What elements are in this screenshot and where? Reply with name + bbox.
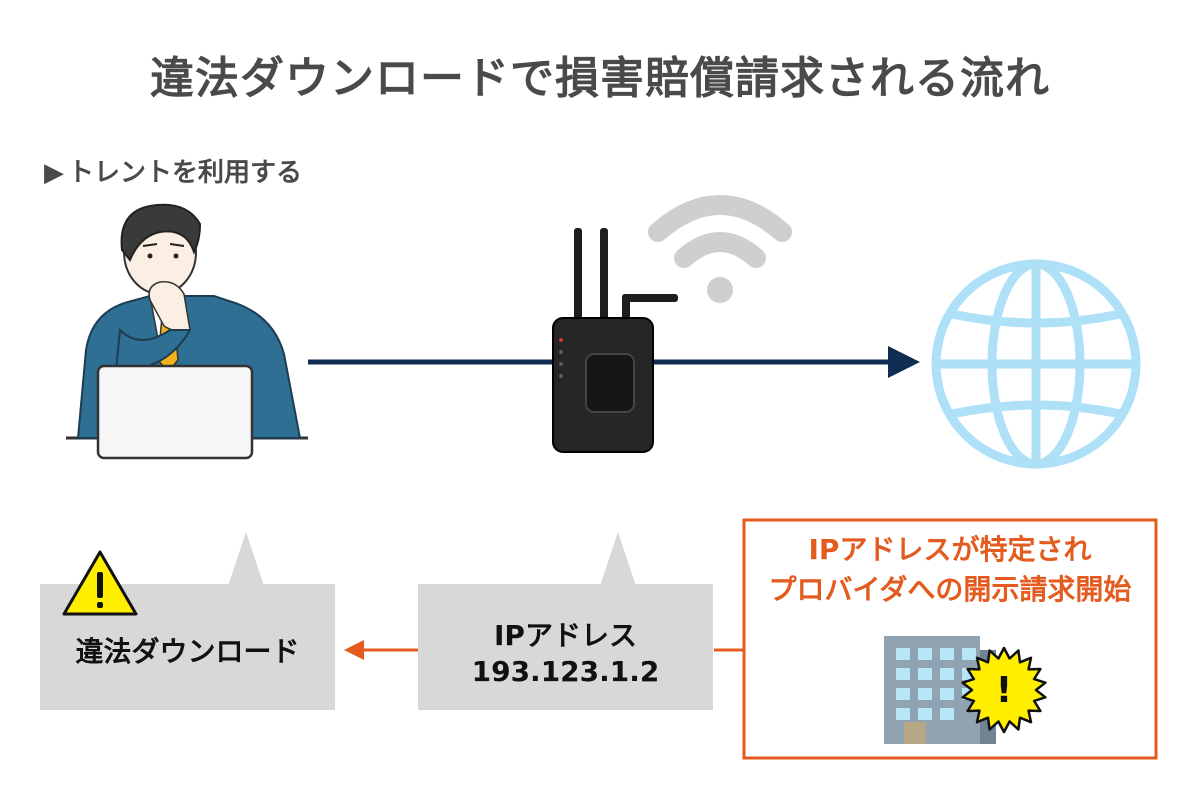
wifi-router-icon bbox=[552, 228, 678, 453]
return-arrow bbox=[344, 640, 746, 660]
notice-line-2: プロバイダへの開示請求開始 bbox=[768, 573, 1132, 606]
section-subtitle: ▶トレントを利用する bbox=[44, 152, 302, 189]
subtitle-label: トレントを利用する bbox=[68, 158, 303, 188]
play-marker-icon: ▶ bbox=[44, 158, 64, 188]
warning-mark: ! bbox=[996, 670, 1012, 711]
notice-text: IPアドレスが特定され プロバイダへの開示請求開始 bbox=[746, 530, 1154, 610]
bubble-ip bbox=[418, 532, 713, 710]
page-title: 違法ダウンロードで損害賠償請求される流れ bbox=[150, 53, 1050, 104]
warning-burst-icon: ! bbox=[961, 646, 1047, 734]
bubble-ip-address: 193.123.1.2 bbox=[471, 655, 660, 688]
warning-triangle-icon bbox=[62, 550, 138, 616]
wifi-signal-icon bbox=[648, 195, 792, 303]
bubble-download-label: 違法ダウンロード bbox=[75, 635, 300, 668]
bubble-ip-text: IPアドレス 193.123.1.2 bbox=[418, 618, 713, 690]
globe-icon bbox=[931, 259, 1141, 469]
bubble-download bbox=[40, 532, 335, 710]
bubble-ip-label: IPアドレス bbox=[494, 619, 637, 652]
person-at-laptop-icon bbox=[66, 203, 308, 460]
notice-line-1: IPアドレスが特定され bbox=[808, 533, 1092, 566]
